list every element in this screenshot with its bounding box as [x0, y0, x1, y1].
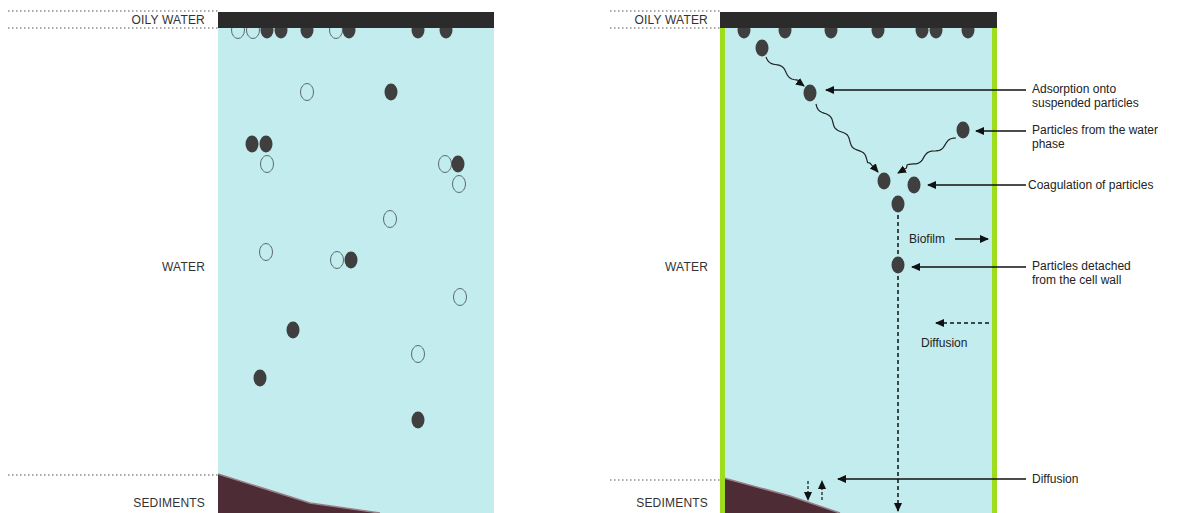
- layer-label: SEDIMENTS: [636, 496, 708, 510]
- oil-particle: [345, 252, 358, 269]
- oil-particle: [957, 122, 970, 139]
- leader-arrow: [912, 266, 1026, 268]
- water-column: [720, 12, 997, 513]
- settling-arrow: [897, 276, 899, 511]
- callout-label: Biofilm: [909, 232, 945, 246]
- layer-label: WATER: [162, 260, 205, 274]
- oil-particle: [878, 173, 891, 190]
- suspended-particle: [439, 156, 452, 173]
- callout-label: Adsorption onto suspended particles: [1032, 82, 1172, 110]
- diffusion-arrow: [821, 481, 822, 500]
- layer-label: SEDIMENTS: [133, 496, 205, 510]
- oil-particle: [892, 257, 905, 274]
- leader-arrow: [826, 89, 1026, 91]
- wavy-arrow: [816, 104, 878, 172]
- callout-label: Diffusion: [1032, 472, 1078, 486]
- biofilm-wall: [720, 28, 725, 513]
- suspended-particle: [261, 156, 274, 173]
- sediment-surface: [720, 477, 840, 513]
- oil-particle: [254, 370, 267, 387]
- settling-path: [897, 215, 899, 255]
- suspended-particle: [301, 84, 314, 101]
- guide-line: [8, 10, 218, 11]
- oil-particle: [892, 196, 905, 213]
- sediment: [720, 477, 840, 513]
- suspended-particle: [331, 252, 344, 269]
- oil-particle: [260, 136, 273, 153]
- leader-arrow: [928, 184, 1026, 186]
- guide-line: [8, 27, 218, 28]
- layer-label: OILY WATER: [634, 13, 708, 27]
- callout-label: Particles detached from the cell wall: [1032, 259, 1150, 287]
- particles: [232, 22, 975, 429]
- layer-label: WATER: [665, 260, 708, 274]
- diffusion-arrow: [936, 322, 989, 324]
- leader-arrow: [976, 130, 1026, 132]
- oil-particle: [412, 412, 425, 429]
- oil-particle: [246, 136, 259, 153]
- callout-label: Coagulation of particles: [1028, 178, 1188, 192]
- leaders: [826, 90, 1026, 479]
- water-column: [218, 12, 494, 513]
- suspended-particle: [384, 211, 397, 228]
- oil-particle: [385, 84, 398, 101]
- oil-layer: [720, 12, 997, 28]
- leader-arrow: [955, 238, 988, 240]
- suspended-particle: [260, 244, 273, 261]
- guide-line: [610, 27, 720, 28]
- oil-layer: [218, 12, 494, 28]
- oil-particle: [756, 40, 769, 57]
- oil-particle: [452, 156, 465, 173]
- guide-line: [610, 10, 720, 11]
- callout-label: Particles from the water phase: [1032, 123, 1172, 151]
- layer-label: OILY WATER: [131, 13, 205, 27]
- oil-particle: [908, 177, 921, 194]
- suspended-particle: [453, 176, 466, 193]
- biofilm-wall: [992, 28, 997, 513]
- guide-line: [8, 474, 218, 475]
- guide-line: [610, 479, 720, 480]
- wavy-arrow: [766, 57, 804, 86]
- wavy-arrow: [898, 138, 956, 173]
- diffusion-arrow: [807, 481, 808, 500]
- oil-particle: [804, 85, 817, 102]
- callout-label: Diffusion: [921, 336, 967, 350]
- oil-particle: [287, 322, 300, 339]
- suspended-particle: [454, 289, 467, 306]
- sediment-surface: [218, 474, 380, 513]
- guide-lines: [8, 11, 720, 480]
- leader-arrow: [838, 478, 1026, 480]
- suspended-particle: [412, 346, 425, 363]
- sediment: [218, 474, 380, 513]
